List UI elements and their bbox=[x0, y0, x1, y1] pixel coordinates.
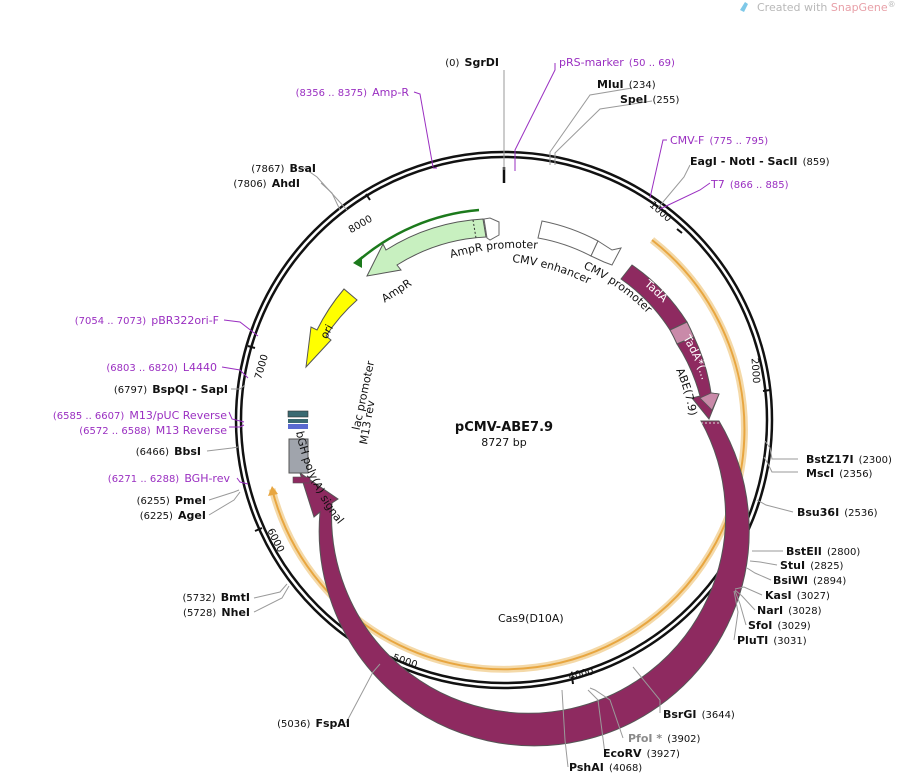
tick-2000 bbox=[762, 389, 771, 392]
primers: pRS-marker (50 .. 69) CMV-F (775 .. 795)… bbox=[53, 51, 789, 486]
site-bspqi-sapi: (6797) BspQI - SapI bbox=[114, 378, 228, 397]
site-nhei: (5728) NheI bbox=[183, 601, 250, 620]
site-bsiwi: BsiWI (2894) bbox=[773, 569, 846, 588]
cmv-enhancer-feature bbox=[537, 220, 599, 257]
site-fspai: (5036) FspAI bbox=[277, 712, 350, 731]
snapgene-watermark: Created with SnapGene® bbox=[740, 0, 896, 14]
plasmid-length: 8727 bp bbox=[481, 436, 526, 449]
ori-feature bbox=[305, 288, 358, 369]
tick-label-4000: 4000 bbox=[568, 667, 595, 683]
site-pluti: PluTI (3031) bbox=[737, 629, 807, 648]
bgh-rev-band bbox=[292, 476, 311, 484]
restriction-sites: (0) SgrDI MluI (234) SpeI (255) EagI - N… bbox=[114, 51, 892, 775]
site-pfoi: PfoI * (3902) bbox=[628, 727, 701, 746]
site-sfoi: SfoI (3029) bbox=[748, 614, 811, 633]
site-pmei: (6255) PmeI bbox=[137, 489, 206, 508]
primer-m13-reverse: (6572 .. 6588) M13 Reverse bbox=[79, 419, 227, 438]
label-cmv-enhancer: CMV enhancer bbox=[512, 252, 594, 287]
green-arc-arrowhead-icon bbox=[353, 256, 362, 268]
site-agei: (6225) AgeI bbox=[140, 504, 206, 523]
svg-text:Created with SnapGene®: Created with SnapGene® bbox=[757, 0, 896, 14]
center-title: pCMV-ABE7.9 8727 bp bbox=[455, 420, 553, 449]
tick-7000 bbox=[247, 345, 256, 349]
site-bsai: (7867) BsaI bbox=[251, 157, 316, 176]
site-stui: StuI (2825) bbox=[780, 554, 844, 573]
site-ecorv: EcoRV (3927) bbox=[603, 742, 680, 761]
ampr-dash bbox=[472, 219, 477, 239]
tick-label-6000: 6000 bbox=[264, 527, 285, 555]
tick-1000 bbox=[676, 228, 683, 234]
primer-t7: T7 (866 .. 885) bbox=[710, 173, 789, 192]
green-arc bbox=[356, 208, 480, 263]
primer-l4440: (6803 .. 6820) L4440 bbox=[106, 356, 217, 375]
label-ori: ori bbox=[318, 322, 336, 341]
site-ahdi: (7806) AhdI bbox=[233, 172, 300, 191]
orf-arrowhead-icon bbox=[268, 486, 278, 496]
m13-rev-feature bbox=[288, 419, 308, 423]
site-bstz17i: BstZ17I (2300) bbox=[806, 448, 892, 467]
primer-pbr322ori-f: (7054 .. 7073) pBR322ori-F bbox=[75, 309, 219, 328]
tick-6000 bbox=[254, 527, 263, 532]
site-bbsi: (6466) BbsI bbox=[136, 440, 201, 459]
site-bsrgi: BsrGI (3644) bbox=[663, 703, 735, 722]
site-spei: SpeI (255) bbox=[620, 88, 679, 107]
site-kasi: KasI (3027) bbox=[765, 584, 830, 603]
cas9-feature bbox=[299, 420, 750, 747]
site-pshai: PshAI (4068) bbox=[569, 756, 642, 775]
ampr-promoter-arrow bbox=[483, 217, 500, 241]
label-ampr: AmpR bbox=[379, 276, 414, 305]
m13-primer-band bbox=[288, 424, 308, 429]
primer-amp-r: (8356 .. 8375) Amp-R bbox=[296, 81, 410, 100]
tick-label-7000: 7000 bbox=[253, 353, 271, 380]
plasmid-name: pCMV-ABE7.9 bbox=[455, 420, 553, 435]
features bbox=[287, 217, 750, 747]
snapgene-logo-icon bbox=[740, 2, 748, 12]
primer-cmv-f: CMV-F (775 .. 795) bbox=[670, 129, 768, 148]
primer-bgh-rev: (6271 .. 6288) BGH-rev bbox=[108, 467, 231, 486]
site-bsu36i: Bsu36I (2536) bbox=[797, 501, 878, 520]
lac-promoter-feature bbox=[287, 410, 309, 418]
primer-leaders bbox=[221, 63, 711, 485]
tick-8000 bbox=[365, 193, 371, 201]
tick-4000 bbox=[571, 676, 574, 685]
primer-m13-puc-reverse: (6585 .. 6607) M13/pUC Reverse bbox=[53, 404, 227, 423]
site-eagi-noti-sacii: EagI - NotI - SacII (859) bbox=[690, 150, 830, 169]
site-nari: NarI (3028) bbox=[757, 599, 822, 618]
tick-label-2000: 2000 bbox=[748, 358, 761, 384]
bgh-polya-feature bbox=[288, 438, 309, 474]
tada-star-linker bbox=[699, 392, 720, 411]
site-sgrdi: (0) SgrDI bbox=[445, 51, 499, 70]
label-cas9: Cas9(D10A) bbox=[498, 612, 564, 625]
site-mlui: MluI (234) bbox=[597, 73, 656, 92]
cmv-promoter-arrow bbox=[590, 240, 622, 266]
tick-label-8000: 8000 bbox=[347, 214, 375, 236]
site-bsteii: BstEII (2800) bbox=[786, 540, 860, 559]
primer-prs-marker: pRS-marker (50 .. 69) bbox=[559, 51, 675, 70]
site-bmti: (5732) BmtI bbox=[182, 586, 250, 605]
ampr-feature bbox=[366, 218, 487, 277]
site-leaders bbox=[206, 70, 798, 768]
site-msci: MscI (2356) bbox=[806, 462, 873, 481]
